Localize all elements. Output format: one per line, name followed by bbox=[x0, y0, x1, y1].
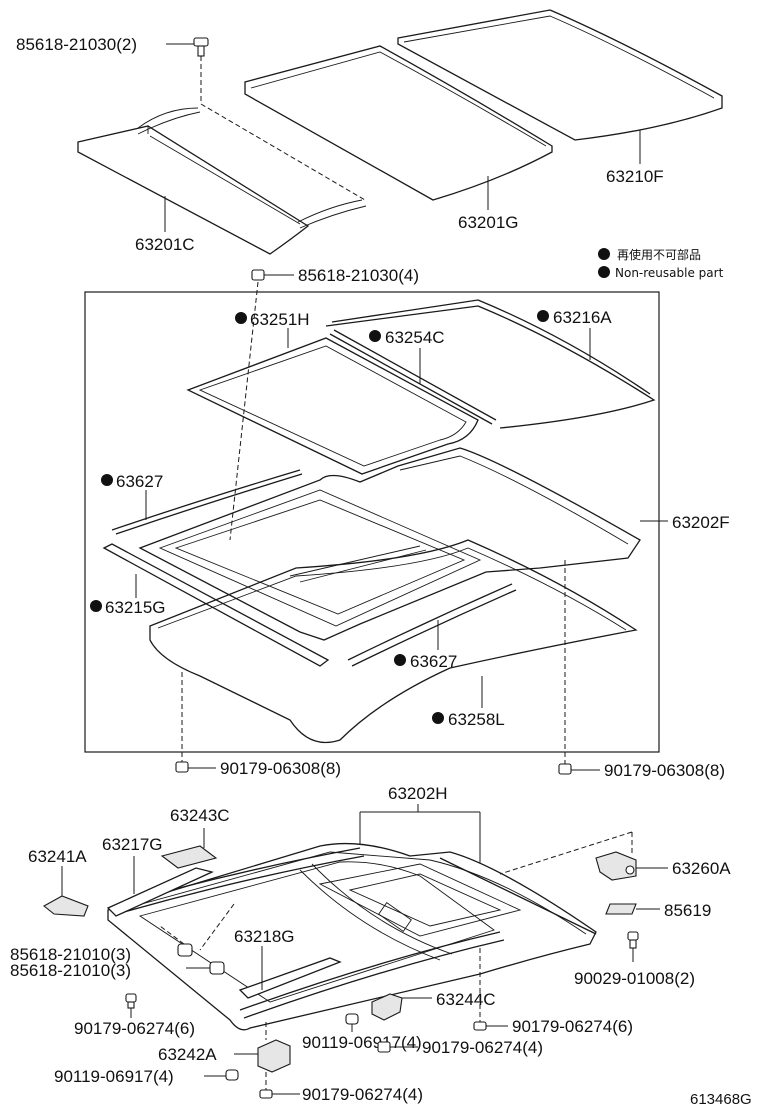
sunshade-63201C bbox=[77, 125, 310, 255]
label-63627-lower: 63627 bbox=[410, 652, 457, 671]
bolt-85618-21010-a bbox=[177, 943, 193, 957]
label-63210F: 63210F bbox=[606, 167, 664, 186]
label-90119-a: 90119-06917(4) bbox=[302, 1033, 422, 1052]
label-63260A: 63260A bbox=[672, 859, 731, 878]
label-63258L: 63258L bbox=[448, 710, 505, 729]
glass-panel-63210F bbox=[397, 9, 723, 141]
label-63215G: 63215G bbox=[105, 598, 166, 617]
figure-id: 613468G bbox=[690, 1091, 752, 1108]
label-90029: 90029-01008(2) bbox=[574, 969, 695, 988]
label-clip-b-left: 90179-06274(6) bbox=[74, 1019, 195, 1038]
label-63251H: 63251H bbox=[250, 310, 310, 329]
clip-90179-06274-left bbox=[125, 993, 137, 1009]
glass-panel-63201G bbox=[244, 45, 553, 201]
clip-90179-06274-mid2 bbox=[377, 1041, 391, 1053]
drive-frame-group bbox=[107, 842, 597, 1031]
label-clip-b-bottom: 90179-06274(4) bbox=[302, 1085, 423, 1104]
label-63201C: 63201C bbox=[135, 235, 195, 254]
clip-90179-06308-left bbox=[175, 761, 189, 773]
legend: 再使用不可部品 Non-reusable part bbox=[598, 247, 724, 280]
bolt-85618-21030-mid bbox=[251, 269, 265, 281]
screw-90119-06917-b bbox=[225, 1069, 239, 1081]
weatherstrip-63251H bbox=[186, 337, 479, 475]
label-63202H: 63202H bbox=[388, 784, 448, 803]
label-bolt-b2: 85618-21010(3) bbox=[10, 961, 131, 980]
strip-63627-lower bbox=[347, 583, 517, 667]
label-63242A: 63242A bbox=[158, 1045, 217, 1064]
label-clip-b-mid2: 90179-06274(4) bbox=[422, 1038, 543, 1057]
screw-90119-06917-a bbox=[345, 1013, 359, 1025]
glass-panels-group bbox=[77, 9, 723, 255]
legend-jp: 再使用不可部品 bbox=[617, 247, 701, 262]
seal-63216A bbox=[325, 299, 656, 429]
label-bolt-b1: 85618-21010(3) bbox=[10, 945, 131, 964]
clip-90179-06274-bottom bbox=[259, 1089, 273, 1099]
label-63201G: 63201G bbox=[458, 213, 519, 232]
housing-frame bbox=[138, 447, 641, 641]
drive-frame-63202H bbox=[107, 842, 597, 1031]
bracket-63243C bbox=[160, 845, 218, 869]
label-85619: 85619 bbox=[664, 901, 711, 920]
seal-63258L bbox=[149, 539, 638, 744]
rail-cover-63218G bbox=[238, 957, 342, 999]
label-clip-b-mid: 90179-06274(6) bbox=[512, 1017, 633, 1036]
label-63216A: 63216A bbox=[553, 308, 612, 327]
pad-85619 bbox=[605, 903, 637, 915]
strip-63627-upper bbox=[111, 469, 303, 535]
label-63202F: 63202F bbox=[672, 513, 730, 532]
bracket-63244C bbox=[371, 993, 403, 1021]
label-63627-upper: 63627 bbox=[116, 472, 163, 491]
label-clip-right: 90179-06308(8) bbox=[604, 761, 725, 780]
bolt-85618-21030-top bbox=[193, 37, 209, 57]
label-63218G: 63218G bbox=[234, 927, 295, 946]
motor-63260A bbox=[595, 851, 637, 881]
bracket-63242A bbox=[257, 1039, 291, 1073]
clip-90179-06308-right bbox=[558, 763, 572, 775]
label-bolt-mid: 85618-21030(4) bbox=[298, 266, 419, 285]
bolt-85618-21010-b bbox=[209, 961, 225, 975]
legend-en: Non-reusable part bbox=[615, 266, 724, 280]
rail-cover-63217G bbox=[106, 867, 214, 917]
screw-90029-01008 bbox=[627, 931, 639, 949]
label-bolt-top: 85618-21030(2) bbox=[16, 35, 137, 54]
label-63217G: 63217G bbox=[102, 835, 163, 854]
label-90119-b: 90119-06917(4) bbox=[54, 1067, 174, 1086]
bracket-63241A bbox=[43, 895, 89, 917]
label-63244C: 63244C bbox=[436, 990, 496, 1009]
label-63241A: 63241A bbox=[28, 847, 87, 866]
label-63243C: 63243C bbox=[170, 806, 230, 825]
strip-63215G bbox=[102, 543, 330, 667]
label-clip-left: 90179-06308(8) bbox=[220, 759, 341, 778]
clip-90179-06274-mid bbox=[473, 1021, 487, 1031]
sunroof-housing-group bbox=[102, 299, 656, 744]
label-63254C: 63254C bbox=[385, 328, 445, 347]
strip-63254C bbox=[329, 329, 497, 425]
assembly-box-63202F bbox=[84, 291, 660, 753]
